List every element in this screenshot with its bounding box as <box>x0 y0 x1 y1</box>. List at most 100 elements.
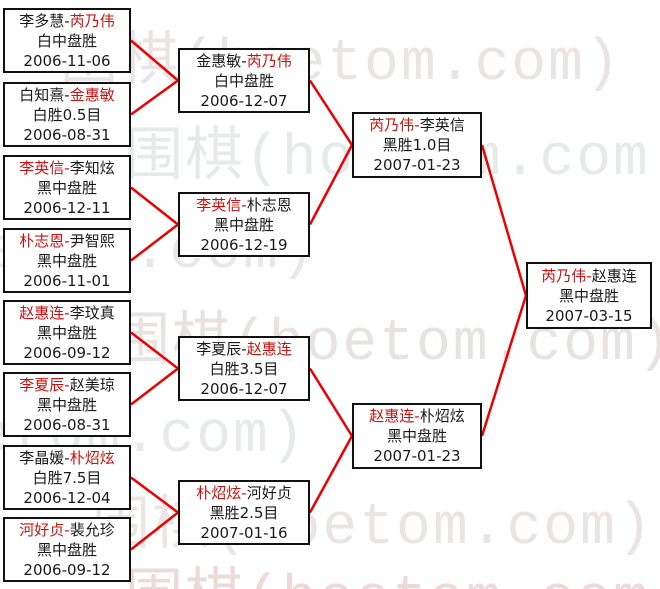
player-separator: - <box>241 195 247 214</box>
match-players: 芮乃伟-李英信 <box>369 115 464 135</box>
bracket-connector <box>130 223 179 262</box>
match-players: 赵惠连-朴炤炫 <box>369 406 464 426</box>
player-separator: - <box>414 116 420 134</box>
bracket-connector <box>480 295 528 437</box>
player-name: 李英信 <box>419 116 465 134</box>
match-result: 黑中盘胜 <box>36 323 97 342</box>
player-name: 白知熹 <box>19 85 65 104</box>
bracket-connector <box>308 79 354 146</box>
player-name: 河好贞 <box>246 483 292 502</box>
bracket-connector <box>130 39 179 82</box>
match-result: 白中盘胜 <box>36 31 97 50</box>
match-date: 2007-01-23 <box>373 156 461 174</box>
player-name: 河好贞 <box>19 520 65 539</box>
match-players: 李晶媛-朴炤炫 <box>19 448 114 468</box>
bracket-connector <box>308 435 354 514</box>
player-separator: - <box>586 266 592 285</box>
match-date: 2006-11-01 <box>23 271 111 290</box>
player-name: 朴炤炫 <box>419 407 465 425</box>
match-players: 李夏辰-赵惠连 <box>196 339 291 359</box>
player-name: 赵美琼 <box>69 375 115 394</box>
player-name: 李英信 <box>196 195 242 214</box>
player-name: 芮乃伟 <box>69 11 115 30</box>
bracket-connector <box>130 511 179 551</box>
player-name: 李夏辰 <box>19 375 65 394</box>
match-result: 黑中盘胜 <box>36 395 97 414</box>
player-name: 裴允珍 <box>69 520 115 539</box>
match-players: 李多慧-芮乃伟 <box>19 11 114 31</box>
match-date: 2007-01-16 <box>200 523 288 542</box>
match-result: 白胜7.5目 <box>32 468 102 487</box>
player-name: 金惠敏 <box>196 51 242 70</box>
match-players: 赵惠连-李玟真 <box>19 303 114 323</box>
player-separator: - <box>414 407 420 425</box>
match-date: 2006-08-31 <box>23 125 111 144</box>
player-name: 朴志恩 <box>19 231 65 250</box>
bracket-connector <box>130 367 179 406</box>
match-result: 黑中盘胜 <box>36 540 97 559</box>
player-separator: - <box>64 448 70 467</box>
match-result: 白中盘胜 <box>213 71 274 90</box>
match-date: 2006-12-07 <box>200 91 288 110</box>
match-date: 2006-12-04 <box>23 488 111 507</box>
match-date: 2006-12-11 <box>23 198 111 217</box>
bracket-connector <box>308 367 354 437</box>
match-result: 黑胜1.0目 <box>382 136 452 154</box>
player-name: 芮乃伟 <box>369 116 415 134</box>
match-players: 白知熹-金惠敏 <box>19 85 114 105</box>
match-result: 黑中盘胜 <box>558 286 619 305</box>
player-name: 朴志恩 <box>246 195 292 214</box>
match-players: 李夏辰-赵美琼 <box>19 375 114 395</box>
player-name: 朴炤炫 <box>69 448 115 467</box>
bracket-connector <box>130 476 179 514</box>
match-date: 2006-08-31 <box>23 415 111 434</box>
match-players: 河好贞-裴允珍 <box>19 520 114 540</box>
player-name: 朴炤炫 <box>196 483 242 502</box>
player-separator: - <box>241 483 247 502</box>
match-players: 李英信-李知炫 <box>19 158 114 178</box>
player-separator: - <box>241 339 247 358</box>
match-date: 2006-12-19 <box>200 235 288 254</box>
player-separator: - <box>64 11 70 30</box>
player-name: 芮乃伟 <box>246 51 292 70</box>
match-result: 黑中盘胜 <box>36 251 97 270</box>
player-name: 赵惠连 <box>19 303 65 322</box>
bracket-connector <box>130 79 179 116</box>
bracket-connector <box>130 331 179 370</box>
bracket-connector <box>480 144 528 296</box>
player-separator: - <box>64 303 70 322</box>
player-name: 李英信 <box>19 158 65 177</box>
player-separator: - <box>64 158 70 177</box>
player-name: 金惠敏 <box>69 85 115 104</box>
player-name: 李夏辰 <box>196 339 242 358</box>
match-result: 黑中盘胜 <box>36 178 97 197</box>
match-date: 2007-01-23 <box>373 447 461 465</box>
match-date: 2007-03-15 <box>545 306 633 325</box>
bracket-connector <box>130 186 179 226</box>
match-date: 2006-11-06 <box>23 51 111 70</box>
player-separator: - <box>241 51 247 70</box>
match-result: 白胜3.5目 <box>209 359 279 378</box>
match-players: 朴志恩-尹智熙 <box>19 231 114 251</box>
match-players: 金惠敏-芮乃伟 <box>196 51 291 71</box>
player-name: 赵惠连 <box>591 266 637 285</box>
match-players: 朴炤炫-河好贞 <box>196 483 291 503</box>
match-players: 李英信-朴志恩 <box>196 195 291 215</box>
match-result: 黑中盘胜 <box>213 215 274 234</box>
